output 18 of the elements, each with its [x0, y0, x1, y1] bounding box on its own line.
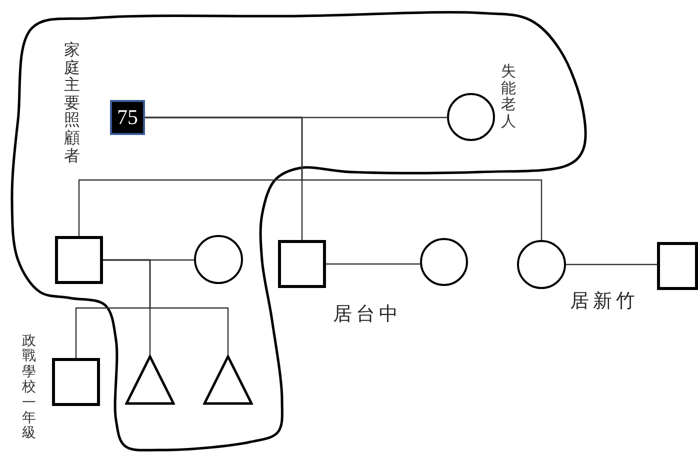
descent-line	[103, 259, 229, 355]
caption-text: 失能老人	[501, 64, 516, 130]
descent-line	[145, 116, 542, 240]
female-circle	[517, 240, 566, 289]
male-square	[278, 240, 326, 288]
female-circle	[194, 235, 243, 284]
residence-label: 居台中	[333, 303, 402, 327]
male-square	[657, 242, 698, 290]
marriage-line	[326, 263, 420, 265]
person-square: 75	[110, 100, 145, 135]
male-square	[52, 358, 100, 406]
female-circle	[447, 93, 495, 141]
marriage-line	[566, 264, 657, 266]
female-circle	[420, 238, 468, 286]
male-square	[55, 236, 103, 284]
caption-text: 政戰學校一年級	[22, 334, 36, 442]
caption-text: 家庭主要照顧者	[64, 42, 80, 166]
residence-label: 居新竹	[570, 290, 639, 314]
